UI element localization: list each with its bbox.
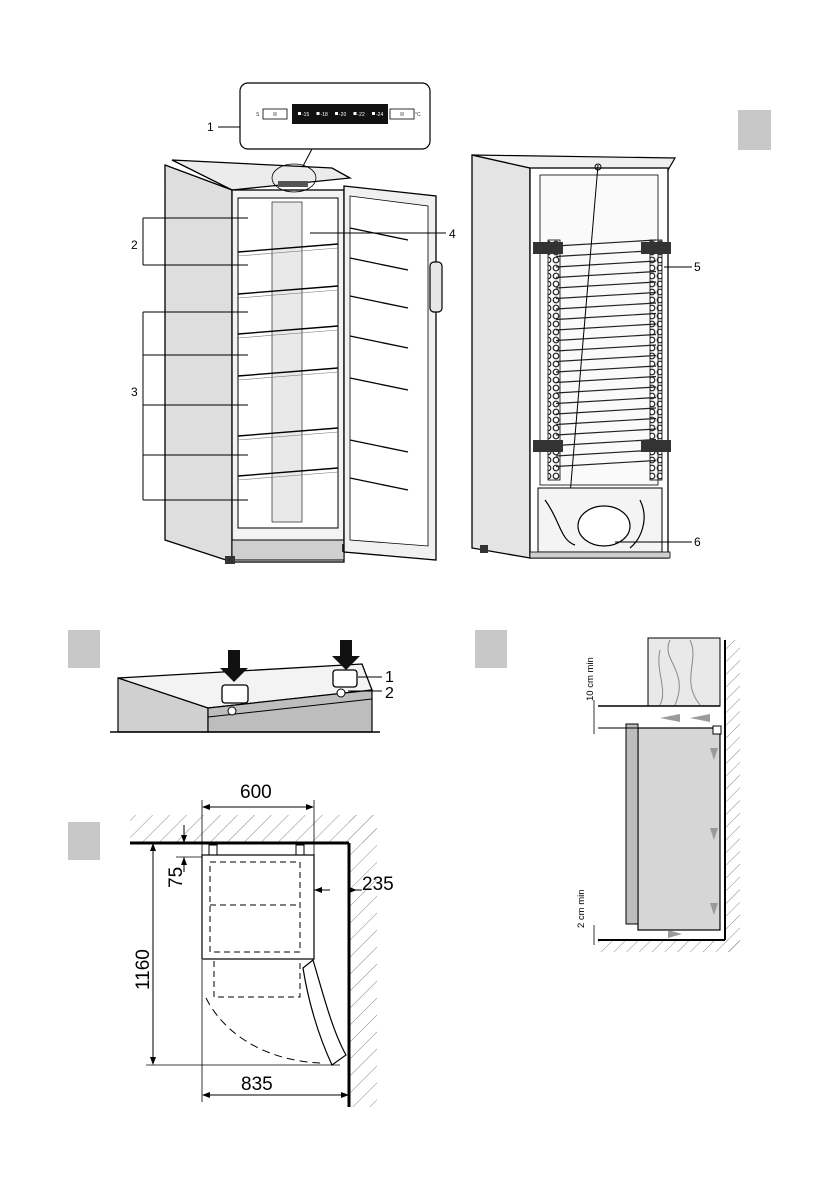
dim-width-open-835: 835 [241, 1074, 273, 1095]
freezer-front-view [164, 159, 443, 564]
scale-label: -22 [358, 112, 365, 118]
door-bin [349, 477, 409, 491]
freezer-plan-body [201, 854, 315, 960]
compressor [577, 505, 631, 547]
shelf-edge [237, 329, 339, 339]
shelf [237, 427, 339, 437]
freezer-plan-door [302, 958, 347, 1066]
scale-dot [372, 112, 375, 115]
condenser-rung [555, 428, 657, 436]
condenser-rung [555, 438, 657, 447]
condenser-rung [555, 270, 657, 279]
condenser-rung [555, 344, 657, 352]
scale-label: -15 [302, 112, 309, 118]
figure-marker-c [475, 630, 507, 668]
condenser-rung [555, 239, 657, 247]
dim-depth-1160: 1160 [133, 949, 154, 990]
scale-label: -18 [321, 112, 328, 118]
door-bin [349, 335, 409, 349]
door-bin [349, 439, 409, 453]
dim-depth-gap-75: 75 [166, 867, 187, 888]
condenser-rung [555, 281, 657, 289]
condenser-rung [555, 449, 657, 457]
temperature-scale-labels: -15 -18 -20 -22 -24 [298, 112, 383, 118]
condenser-rung [555, 365, 657, 373]
top-clearance-label: 10 cm min [585, 657, 596, 701]
scale-label: -24 [376, 112, 383, 118]
callout-5-rear: 5 [694, 260, 701, 274]
door-handle [429, 261, 443, 313]
freezer-rear-view [471, 154, 692, 559]
freezer-side [637, 727, 721, 931]
insert-arrow-right [332, 640, 360, 670]
scale-dot [335, 112, 338, 115]
condenser-rung [555, 260, 657, 268]
callout-2-front: 2 [131, 238, 138, 252]
side-clearance-view [593, 637, 740, 952]
control-panel-inset: S -15 -18 -20 -22 -24 °C [239, 82, 431, 169]
control-panel-left-label: S [256, 112, 260, 118]
insert-arrow-left [220, 650, 248, 682]
condenser-rung [555, 333, 657, 342]
bottom-clearance-label: 2 cm min [576, 889, 587, 928]
condenser-rung [555, 407, 657, 415]
shelf-edge [237, 247, 339, 257]
overhead-cabinet [647, 637, 721, 707]
condenser-rung [555, 396, 657, 405]
condenser-rung [555, 312, 657, 321]
shelf-edge [237, 431, 339, 441]
condenser-rungs [555, 239, 657, 468]
door-bin [349, 257, 409, 271]
shelf [237, 285, 339, 295]
condenser-rung [555, 249, 657, 258]
callout-4-front: 4 [449, 227, 456, 241]
door-bin [349, 377, 409, 391]
scale-label: -20 [339, 112, 346, 118]
scale-dot [316, 112, 320, 115]
scale-dot [353, 112, 357, 115]
callout-1-top: 1 [385, 669, 394, 686]
figure-marker-a [738, 110, 771, 150]
shelf [237, 467, 339, 477]
condenser-rung [555, 386, 657, 394]
front-view-brackets [142, 217, 446, 501]
top-spacer-detail [110, 640, 382, 733]
callout-3-front: 3 [131, 385, 138, 399]
temperature-scale-strip [292, 104, 388, 124]
shelf-edge [237, 371, 339, 381]
dim-width-600: 600 [240, 782, 272, 803]
scale-dot [298, 112, 301, 115]
shelf-edge [237, 471, 339, 481]
condenser-rung [555, 354, 657, 363]
control-panel-unit: °C [415, 112, 421, 118]
door-bins [349, 227, 409, 491]
figure-marker-b [68, 630, 100, 668]
shelf [237, 243, 339, 253]
condenser-rung [555, 417, 657, 426]
condenser-rung [555, 375, 657, 384]
figure-marker-d [68, 822, 100, 860]
shelf-edge [237, 289, 339, 299]
door-bin [349, 295, 409, 309]
shelf [237, 367, 339, 377]
front-shelves [237, 243, 339, 481]
condenser-rung [555, 302, 657, 310]
callout-6-rear: 6 [694, 535, 701, 549]
door-bin [349, 227, 409, 241]
condenser-rung [555, 291, 657, 300]
wall-spacer-left [221, 684, 249, 704]
dim-side-gap-235: 235 [362, 874, 394, 895]
callout-1-front: 1 [207, 120, 214, 134]
wall-spacer-right [332, 669, 358, 688]
plan-view [130, 800, 377, 1107]
condenser-rung [555, 323, 657, 331]
shelf [237, 325, 339, 335]
callout-2-top: 2 [385, 685, 394, 702]
